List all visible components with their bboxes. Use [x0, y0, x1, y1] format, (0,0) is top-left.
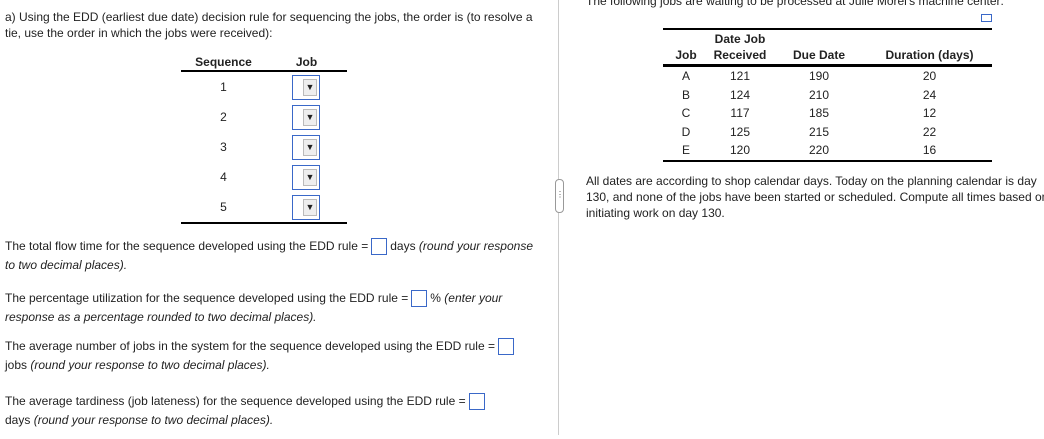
job-dropdown-3[interactable]: ▼	[292, 134, 321, 160]
header-date-received: Date Job Received	[709, 29, 771, 67]
cell: 120	[729, 143, 751, 158]
q-unit: jobs	[5, 358, 28, 372]
q-text: The total flow time for the sequence dev…	[5, 239, 369, 253]
data-title: The following jobs are waiting to be pro…	[586, 0, 1004, 8]
cell: 121	[729, 69, 751, 84]
seq-number: 3	[220, 140, 227, 154]
q-unit: days	[390, 239, 416, 253]
q-unit: days	[5, 413, 31, 427]
table-row: D 125 215 22	[663, 123, 992, 142]
pane-divider[interactable]	[558, 0, 559, 435]
cell: 124	[729, 87, 751, 102]
seq-number: 5	[181, 192, 267, 224]
utilization-input[interactable]	[411, 290, 428, 308]
question-intro: a) Using the EDD (earliest due date) dec…	[5, 10, 533, 40]
question-utilization: The percentage utilization for the seque…	[5, 289, 545, 327]
seq-number: 2	[220, 110, 227, 124]
header-job: Job	[663, 29, 709, 67]
cell: 12	[922, 106, 937, 121]
cell: 22	[922, 124, 937, 139]
header-due-date: Due Date	[771, 29, 867, 67]
seq-number: 4	[220, 170, 227, 184]
question-avg-jobs: The average number of jobs in the system…	[5, 337, 525, 375]
cell: 190	[808, 69, 830, 84]
cell: D	[681, 124, 691, 139]
job-dropdown-1[interactable]: ▼	[292, 74, 321, 100]
cell: 210	[808, 87, 830, 102]
q-hint: (round your response to two decimal plac…	[30, 358, 270, 372]
cell: B	[681, 87, 690, 102]
chevron-down-icon: ▼	[303, 78, 318, 96]
cell: C	[681, 106, 691, 121]
planning-note: All dates are according to shop calendar…	[586, 174, 1044, 220]
table-row: B 124 210 24	[663, 86, 992, 105]
chevron-down-icon: ▼	[303, 108, 318, 126]
total-flow-time-input[interactable]	[371, 238, 388, 256]
job-dropdown-5[interactable]: ▼	[292, 194, 321, 220]
q-hint: (enter your response as a percentage rou…	[5, 291, 503, 324]
cell: 16	[922, 143, 937, 158]
cell: 215	[808, 124, 830, 139]
cell: 185	[808, 106, 830, 121]
cell: 220	[808, 143, 830, 158]
cell: 20	[922, 69, 937, 84]
avg-tardiness-input[interactable]	[468, 393, 485, 411]
cell: E	[681, 143, 690, 158]
table-row: C 117 185 12	[663, 104, 992, 123]
chevron-down-icon: ▼	[303, 168, 318, 186]
header-duration: Duration (days)	[867, 29, 992, 67]
expand-icon[interactable]	[981, 14, 992, 22]
question-total-flow-time: The total flow time for the sequence dev…	[5, 237, 545, 275]
cell: 24	[922, 87, 937, 102]
cell: 117	[730, 106, 750, 121]
cell: A	[681, 69, 690, 84]
header-job: Job	[266, 53, 347, 72]
cell: 125	[729, 124, 751, 139]
job-dropdown-4[interactable]: ▼	[292, 164, 321, 190]
header-sequence: Sequence	[181, 53, 267, 72]
q-hint: (round your response to two decimal plac…	[5, 239, 533, 272]
q-text: The percentage utilization for the seque…	[5, 291, 409, 305]
job-dropdown-2[interactable]: ▼	[292, 104, 321, 130]
q-text: The average tardiness (job lateness) for…	[5, 394, 466, 408]
avg-jobs-input[interactable]	[497, 338, 514, 356]
q-unit: %	[430, 291, 441, 305]
q-hint: (round your response to two decimal plac…	[33, 413, 274, 427]
seq-number: 1	[220, 80, 227, 94]
table-row: E 120 220 16	[663, 141, 992, 161]
chevron-down-icon: ▼	[303, 198, 318, 216]
q-text: The average number of jobs in the system…	[5, 339, 495, 353]
chevron-down-icon: ▼	[303, 138, 318, 156]
table-row: A 121 190 20	[663, 66, 992, 86]
resize-handle[interactable]: ⋮	[555, 179, 564, 213]
question-avg-tardiness: The average tardiness (job lateness) for…	[5, 392, 545, 430]
